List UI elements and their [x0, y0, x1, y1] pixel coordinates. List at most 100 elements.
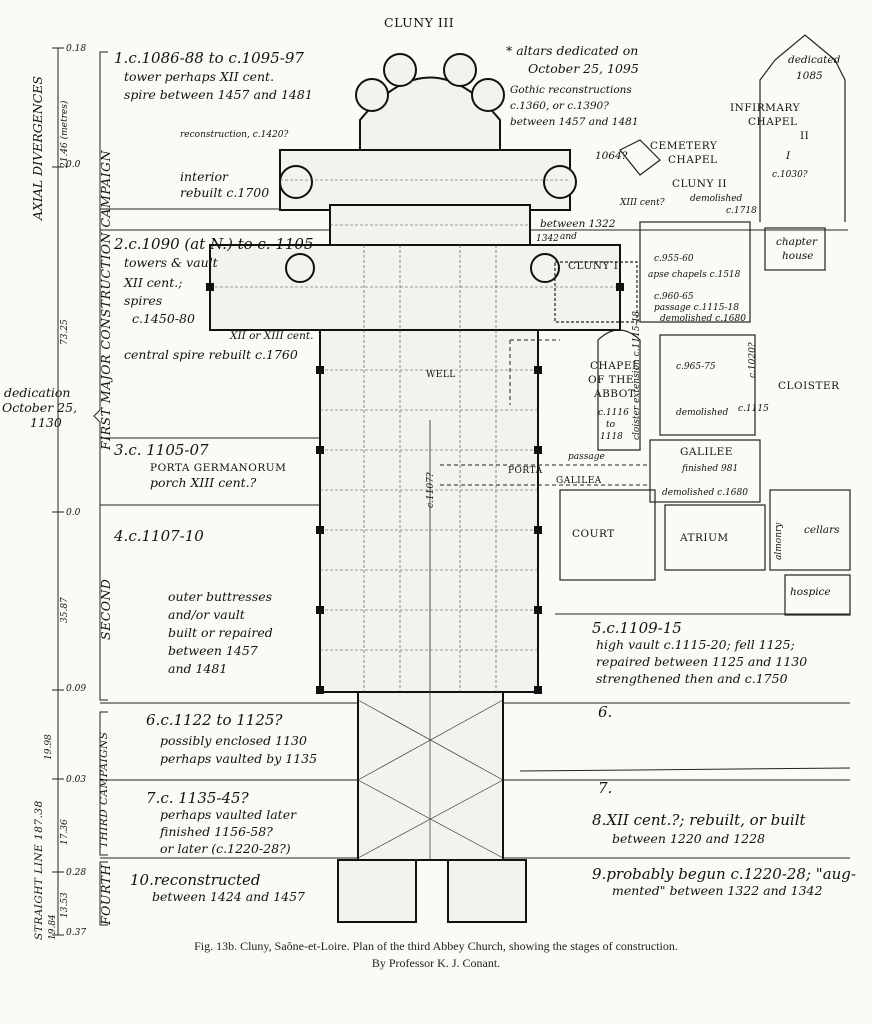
note-line: c.1116 — [598, 408, 629, 418]
note-line: and 1481 — [168, 661, 228, 676]
axis-value: 13.53 — [60, 892, 70, 918]
radiating-chapels — [279, 53, 577, 283]
note-line: GALILEE — [680, 446, 733, 458]
stage-line: spires — [124, 293, 163, 308]
dedication-year: 1130 — [30, 415, 62, 430]
campaign-third: THIRD CAMPAIGNS — [98, 731, 110, 848]
dedicated-note: 1085 — [796, 70, 823, 82]
axis-value: 0.09 — [66, 684, 87, 694]
stage-line: XII cent.?; rebuilt, or built — [606, 811, 806, 829]
axis-value: 0.0 — [66, 508, 81, 518]
almonry-label: almonry — [774, 522, 784, 560]
passage-label: passage — [568, 452, 605, 462]
axis-rule — [52, 47, 108, 936]
stage-line: strengthened then and c.1750 — [596, 671, 788, 686]
between-1322: between 1322 — [540, 218, 616, 230]
note-line: 1118 — [600, 432, 623, 442]
stage-line: or later (c.1220-28?) — [160, 841, 291, 856]
stage-line: c. 1135-45? — [160, 789, 249, 807]
infirmary-chapel: II — [800, 130, 810, 142]
apse-chapels-note: apse chapels c.1518 — [648, 270, 741, 280]
note-line: and/or vault — [168, 607, 245, 622]
c960-note: passage c.1115-18 — [654, 303, 739, 313]
stage-line: c.1107-10 — [128, 527, 204, 545]
note-line: October 25, 1095 — [528, 61, 639, 76]
reconstruction-note: reconstruction, c.1420? — [180, 130, 289, 140]
stage-number: 6. — [146, 711, 161, 729]
axis-value: 0.0 — [66, 160, 81, 170]
cemetery-chapel: CHAPEL — [668, 154, 718, 166]
note-line: built or repaired — [168, 625, 273, 640]
axial-divergences-label: AXIAL DIVERGENCES — [30, 76, 45, 220]
stage-line: c.1122 to 1125? — [160, 711, 283, 729]
interior-note: interior — [180, 169, 228, 184]
nave-bay-grid — [210, 179, 620, 692]
axis-1107: c.1107? — [426, 472, 436, 508]
cluny-ii-label: CLUNY II — [672, 178, 728, 190]
infirmary-chapel: CHAPEL — [748, 116, 798, 128]
stage-line: c. 1105-07 — [128, 441, 209, 459]
axis-value: 0.37 — [66, 928, 87, 938]
campaign-fourth: FOURTH — [98, 864, 113, 925]
axis-value: 0.28 — [66, 868, 87, 878]
between-1322: and — [560, 232, 577, 242]
plan-title: CLUNY III — [384, 15, 455, 30]
monastic-buildings — [554, 34, 851, 616]
infirmary-i: I — [786, 150, 791, 162]
note-line: ABBOT — [594, 388, 636, 400]
stage-line: towers & vault — [124, 255, 218, 270]
cemetery-date: 1064? — [595, 150, 628, 162]
well-label: WELL — [426, 370, 456, 380]
c1115-note: c.1115 — [738, 404, 769, 414]
stage-number: 7. — [146, 789, 161, 807]
demolished-note: demolished — [676, 408, 729, 418]
stage-line: XII or XIII cent. — [230, 330, 314, 342]
interior-note: rebuilt c.1700 — [180, 185, 270, 200]
demolished-1718: demolished — [690, 194, 743, 204]
caption-line-2: By Professor K. J. Conant. — [371, 956, 501, 971]
note-line: * altars dedicated on — [506, 43, 639, 58]
stage-7-right: 7. — [598, 779, 613, 797]
stage-line: perhaps vaulted by 1135 — [160, 751, 318, 766]
dedication-date: October 25, — [2, 400, 78, 415]
dedication-label: dedication — [4, 385, 71, 400]
stage-line: c.1450-80 — [132, 311, 195, 326]
stage-line: probably begun c.1220-28; "aug- — [606, 865, 856, 883]
stage-number: 5. — [592, 619, 607, 637]
note-line: c.1360, or c.1390? — [510, 100, 609, 112]
stage-line: c.1109-15 — [606, 619, 682, 637]
stage-line: reconstructed — [153, 871, 261, 889]
c1020-note: c.1020? — [748, 342, 758, 378]
axis-value: 17.36 — [60, 819, 70, 845]
porta-galilea: GALILEA — [556, 476, 602, 486]
note-line: outer buttresses — [168, 589, 273, 604]
stage-line: repaired between 1125 and 1130 — [596, 654, 808, 669]
axis-value: 73.25 — [60, 319, 70, 345]
nave-and-transepts — [209, 76, 621, 923]
c960-note: demolished c.1680 — [660, 314, 746, 324]
stage-line: c.1086-88 to c.1095-97 — [128, 49, 304, 67]
infirmary-chapel: INFIRMARY — [730, 102, 801, 114]
atrium-label: ATRIUM — [680, 532, 729, 544]
stage-line: perhaps vaulted later — [160, 807, 297, 822]
between-1322: 1342 — [536, 234, 559, 244]
hospice-label: hospice — [790, 586, 831, 598]
note-line: demolished c.1680 — [662, 488, 748, 498]
straight-line-label: STRAIGHT LINE 187.38 — [33, 800, 45, 940]
stage-line: spire between 1457 and 1481 — [124, 87, 313, 102]
chapter-house: chapter — [776, 236, 818, 248]
cloister-extension: cloister extension c.1115-18 — [632, 311, 642, 440]
axis-value: 35.87 — [60, 597, 70, 623]
note-line: OF THE — [588, 374, 635, 386]
c965-note: c.965-75 — [676, 362, 716, 372]
passage-lines — [440, 339, 650, 486]
stage-number: 1. — [114, 49, 129, 67]
stage-line: c.1090 (at N.) to c. 1105 — [128, 235, 314, 253]
stage-number: 3. — [114, 441, 129, 459]
porta-galilea: PORTA — [508, 466, 543, 476]
dedicated-note: dedicated — [788, 54, 841, 66]
metres-label: 21.46 (metres) — [60, 100, 70, 168]
piers — [206, 283, 624, 694]
axis-value: 19.98 — [44, 734, 54, 760]
